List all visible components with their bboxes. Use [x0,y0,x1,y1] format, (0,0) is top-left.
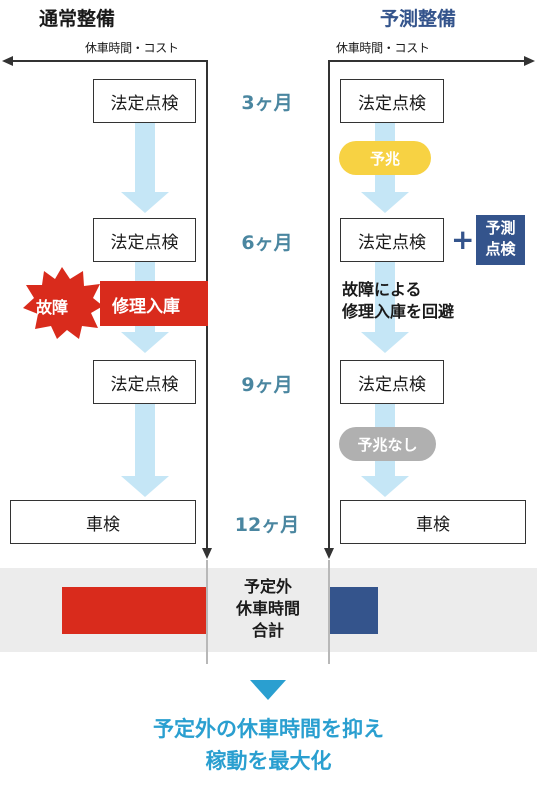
right-axis-arrow-icon [524,56,535,66]
conclusion-text: 予定外の休車時間を抑え 稼動を最大化 [0,713,537,777]
right-inspection-box-2: 法定点検 [340,218,444,262]
avoid-repair-note: 故障による 修理入庫を回避 [342,279,454,323]
sign-pill: 予兆 [339,141,431,175]
avoid-repair-note-line-1: 故障による [342,280,422,299]
right-flow-arrow-2 [361,262,409,353]
summary-label-line-3: 合計 [251,621,284,640]
predictive-badge-line-2: 点検 [485,240,516,258]
left-title: 通常整備 [39,8,116,30]
right-inspection-box-1: 法定点検 [340,79,444,123]
left-inspection-box-1: 法定点検 [93,79,196,123]
predictive-inspection-badge: 予測 点検 [476,215,525,265]
left-flow-arrow-3 [121,404,169,497]
left-axis-label: 休車時間・コスト [85,41,179,55]
left-downtime-bar [62,587,206,634]
left-axis-line [10,60,208,62]
summary-label-line-1: 予定外 [243,577,292,596]
conclusion-line-1: 予定外の休車時間を抑え [153,717,384,741]
left-inspection-box-3: 法定点検 [93,360,196,404]
period-3-months: 3ヶ月 [241,92,293,114]
avoid-repair-note-line-2: 修理入庫を回避 [342,302,455,321]
repair-bar [100,281,208,326]
right-inspection-box-3: 法定点検 [340,360,444,404]
left-flow-arrow-1 [121,123,169,213]
left-axis-arrow-icon [2,56,13,66]
right-title: 予測整備 [380,8,457,30]
right-downtime-bar [330,587,378,634]
right-summary-divider [328,560,330,664]
plus-icon: + [451,223,475,256]
no-sign-pill: 予兆なし [339,427,436,461]
right-timeline-arrow-icon [324,548,334,559]
predictive-badge-line-1: 予測 [485,219,516,237]
left-inspection-box-2: 法定点検 [93,218,196,262]
period-6-months: 6ヶ月 [241,232,293,254]
left-shaken-box: 車検 [10,500,196,544]
left-timeline-arrow-icon [202,548,212,559]
down-triangle-icon [250,680,286,700]
period-9-months: 9ヶ月 [241,374,293,396]
right-axis-line [328,60,526,62]
summary-label: 予定外 休車時間 合計 [208,576,328,642]
breakdown-label: 故障 [36,298,69,317]
repair-label: 修理入庫 [112,297,180,317]
right-shaken-box: 車検 [340,500,526,544]
right-timeline [328,60,330,550]
conclusion-line-2: 稼動を最大化 [205,749,332,773]
right-axis-label: 休車時間・コスト [336,41,430,55]
breakdown-burst-icon [23,267,103,339]
period-12-months: 12ヶ月 [234,514,300,536]
summary-label-line-2: 休車時間 [235,599,300,618]
left-summary-divider [206,560,208,664]
